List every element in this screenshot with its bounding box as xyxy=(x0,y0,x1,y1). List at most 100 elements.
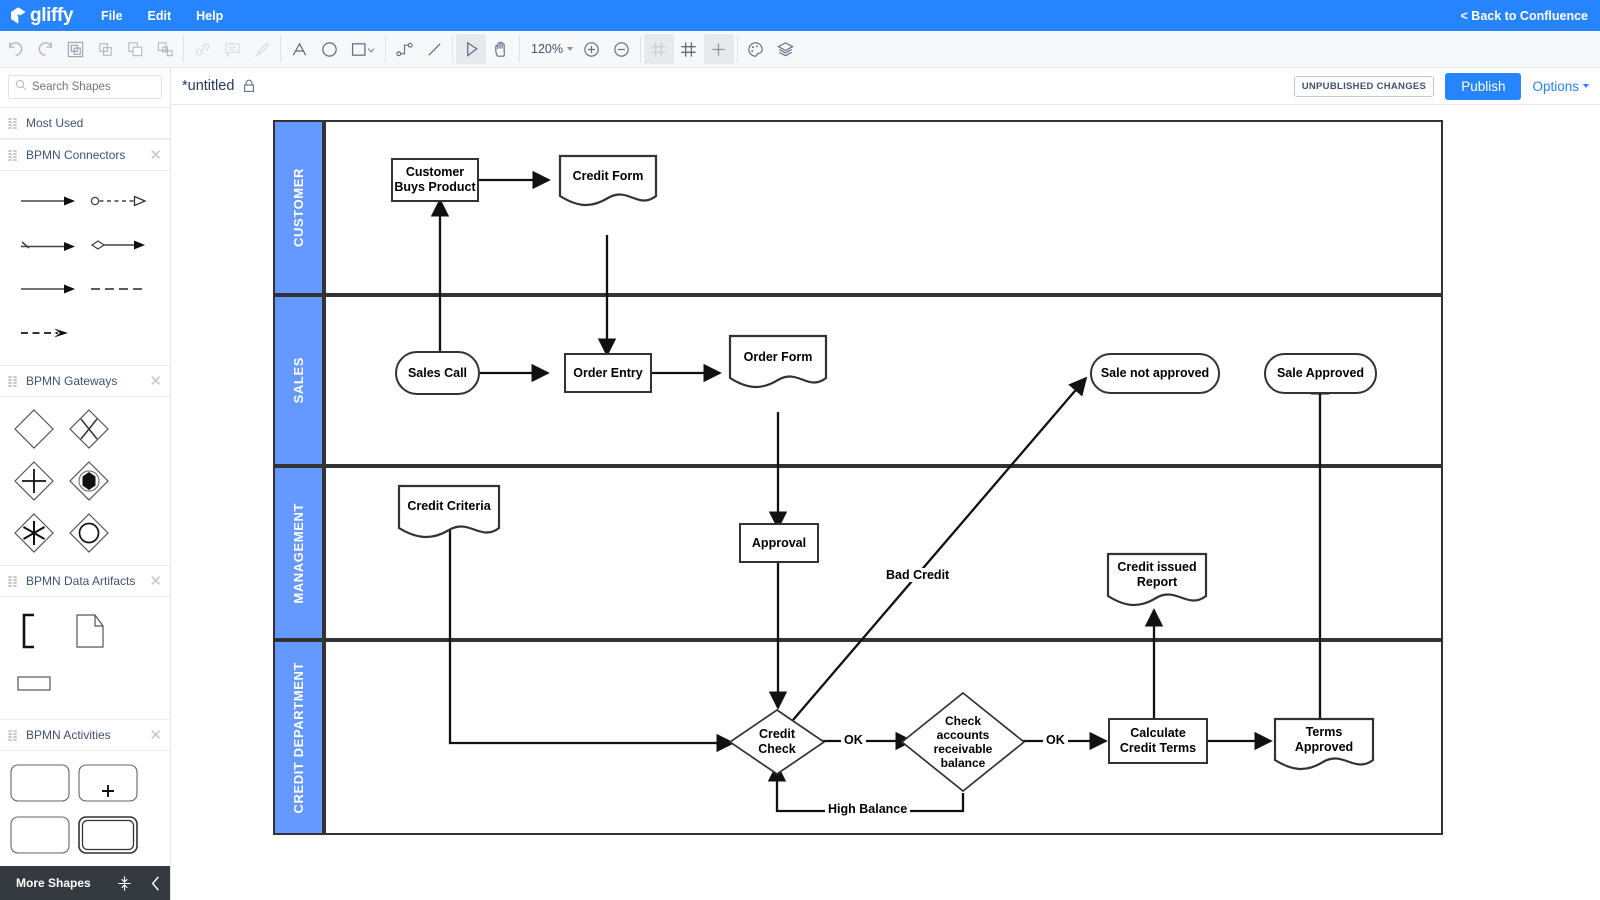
node-label: Order Form xyxy=(743,349,813,364)
node-label: Order Entry xyxy=(573,365,643,380)
node-sale-approved[interactable]: Sale Approved xyxy=(1264,353,1377,394)
arrange-icon[interactable] xyxy=(150,34,180,64)
options-dropdown[interactable]: Options xyxy=(1532,79,1589,94)
more-shapes-button[interactable]: More Shapes xyxy=(16,876,91,890)
brand-name: gliffy xyxy=(30,4,73,26)
node-sale-not-approved[interactable]: Sale not approved xyxy=(1090,353,1220,394)
document-bar: *untitled UNPUBLISHED CHANGES Publish Op… xyxy=(171,68,1600,105)
zoom-level-dropdown[interactable]: 120% xyxy=(523,42,577,56)
sidebar-section-bpmn-connectors[interactable]: BPMN Connectors ✕ xyxy=(0,139,170,171)
shape-gateway-inclusive-circle[interactable] xyxy=(61,507,116,559)
group-icon[interactable] xyxy=(60,34,90,64)
status-badge: UNPUBLISHED CHANGES xyxy=(1293,75,1435,97)
node-check-accounts-receivable-balance[interactable]: Check accounts receivable balance xyxy=(900,691,1026,793)
elbow-connector-icon[interactable] xyxy=(389,34,419,64)
close-icon[interactable]: ✕ xyxy=(149,372,162,390)
link-icon[interactable] xyxy=(187,34,217,64)
search-input[interactable] xyxy=(32,81,152,93)
expand-collapse-icon[interactable] xyxy=(109,866,140,900)
shape-connector-dashed-line[interactable] xyxy=(84,267,154,311)
text-icon[interactable] xyxy=(284,34,314,64)
node-terms-approved[interactable]: Terms Approved xyxy=(1273,717,1375,775)
menu-file[interactable]: File xyxy=(101,8,123,23)
shape-artifact-data-store[interactable] xyxy=(6,657,61,709)
shape-gateway-complex-asterisk[interactable] xyxy=(6,507,61,559)
lane-credit-department[interactable]: CREDIT DEPARTMENT xyxy=(273,640,324,835)
select-pointer-icon[interactable] xyxy=(456,34,486,64)
search-shapes-box[interactable] xyxy=(8,75,162,99)
lane-customer[interactable]: CUSTOMER xyxy=(273,120,324,295)
theme-palette-icon[interactable] xyxy=(741,34,771,64)
close-icon[interactable]: ✕ xyxy=(149,572,162,590)
shape-activity-call-activity[interactable] xyxy=(74,809,142,861)
close-icon[interactable]: ✕ xyxy=(149,146,162,164)
node-approval[interactable]: Approval xyxy=(739,523,819,563)
rectangle-icon[interactable] xyxy=(344,34,382,64)
node-sales-call[interactable]: Sales Call xyxy=(395,351,480,395)
shape-activity-task[interactable] xyxy=(6,757,74,809)
node-credit-check[interactable]: Credit Check xyxy=(728,708,826,776)
menu-edit[interactable]: Edit xyxy=(147,8,172,23)
node-customer-buys-product[interactable]: Customer Buys Product xyxy=(391,158,479,202)
shape-connector-plain-arrow[interactable] xyxy=(14,267,84,311)
lane-management[interactable]: MANAGEMENT xyxy=(273,466,324,640)
top-app-bar: gliffy File Edit Help < Back to Confluen… xyxy=(0,0,1600,31)
node-credit-issued-report[interactable]: Credit issued Report xyxy=(1106,552,1208,610)
brand-logo[interactable]: gliffy xyxy=(0,5,73,27)
snap-to-shape-icon[interactable] xyxy=(643,34,674,64)
node-calculate-credit-terms[interactable]: Calculate Credit Terms xyxy=(1108,718,1208,764)
editor-body: Most Used BPMN Connectors ✕ xyxy=(0,68,1600,900)
menu-help[interactable]: Help xyxy=(196,8,224,23)
node-order-form[interactable]: Order Form xyxy=(728,334,828,392)
back-to-confluence-link[interactable]: < Back to Confluence xyxy=(1460,8,1588,23)
bring-to-front-icon[interactable] xyxy=(90,34,120,64)
shape-connector-message-flow[interactable] xyxy=(84,179,154,223)
publish-button[interactable]: Publish xyxy=(1445,72,1522,100)
pan-hand-icon[interactable] xyxy=(486,34,516,64)
diagram-canvas[interactable]: CUSTOMER SALES MANAGEMENT CREDIT DEPARTM… xyxy=(171,105,1600,900)
node-credit-criteria[interactable]: Credit Criteria xyxy=(397,484,501,542)
canvas-area: *untitled UNPUBLISHED CHANGES Publish Op… xyxy=(171,68,1600,900)
drag-grip-icon xyxy=(8,149,17,161)
send-to-back-icon[interactable] xyxy=(120,34,150,64)
undo-icon[interactable] xyxy=(0,34,30,64)
shape-gateway-event-based-multiple[interactable] xyxy=(61,455,116,507)
shape-connector-dashed-arrow[interactable] xyxy=(14,311,84,355)
shape-connector-sequence-flow[interactable] xyxy=(14,179,84,223)
sidebar-section-bpmn-data-artifacts[interactable]: BPMN Data Artifacts ✕ xyxy=(0,565,170,597)
artifact-shape-grid xyxy=(0,597,170,719)
node-credit-form[interactable]: Credit Form xyxy=(558,154,658,210)
toolbar-group-grid xyxy=(643,31,734,68)
section-title: Most Used xyxy=(26,116,84,130)
redo-icon[interactable] xyxy=(30,34,60,64)
zoom-out-icon[interactable] xyxy=(607,34,637,64)
label-bad-credit: Bad Credit xyxy=(883,568,953,582)
drag-grip-icon xyxy=(8,575,17,587)
lock-icon[interactable] xyxy=(243,79,255,93)
shape-gateway-parallel-plus[interactable] xyxy=(6,455,61,507)
shape-artifact-data-object[interactable] xyxy=(61,605,116,657)
shape-connector-conditional-flow[interactable] xyxy=(84,223,154,267)
node-order-entry[interactable]: Order Entry xyxy=(564,353,652,393)
comment-icon[interactable] xyxy=(217,34,247,64)
straight-line-icon[interactable] xyxy=(419,34,449,64)
format-painter-icon[interactable] xyxy=(247,34,277,64)
lane-sales[interactable]: SALES xyxy=(273,295,324,466)
sidebar-section-most-used[interactable]: Most Used xyxy=(0,107,170,139)
shape-gateway-exclusive-blank[interactable] xyxy=(6,403,61,455)
shape-activity-subprocess-collapsed[interactable] xyxy=(74,757,142,809)
chevron-left-icon[interactable] xyxy=(140,866,170,900)
snap-to-grid-icon[interactable] xyxy=(703,34,734,64)
shape-gateway-exclusive-x[interactable] xyxy=(61,403,116,455)
sidebar-section-bpmn-gateways[interactable]: BPMN Gateways ✕ xyxy=(0,365,170,397)
show-grid-icon[interactable] xyxy=(674,34,704,64)
layers-icon[interactable] xyxy=(771,34,801,64)
ellipse-icon[interactable] xyxy=(314,34,344,64)
lane-customer-body[interactable] xyxy=(324,120,1443,295)
shape-artifact-group-bracket[interactable] xyxy=(6,605,61,657)
close-icon[interactable]: ✕ xyxy=(149,726,162,744)
sidebar-section-bpmn-activities[interactable]: BPMN Activities ✕ xyxy=(0,719,170,751)
shape-activity-task-alt[interactable] xyxy=(6,809,74,861)
shape-connector-default-flow[interactable] xyxy=(14,223,84,267)
zoom-in-icon[interactable] xyxy=(577,34,607,64)
